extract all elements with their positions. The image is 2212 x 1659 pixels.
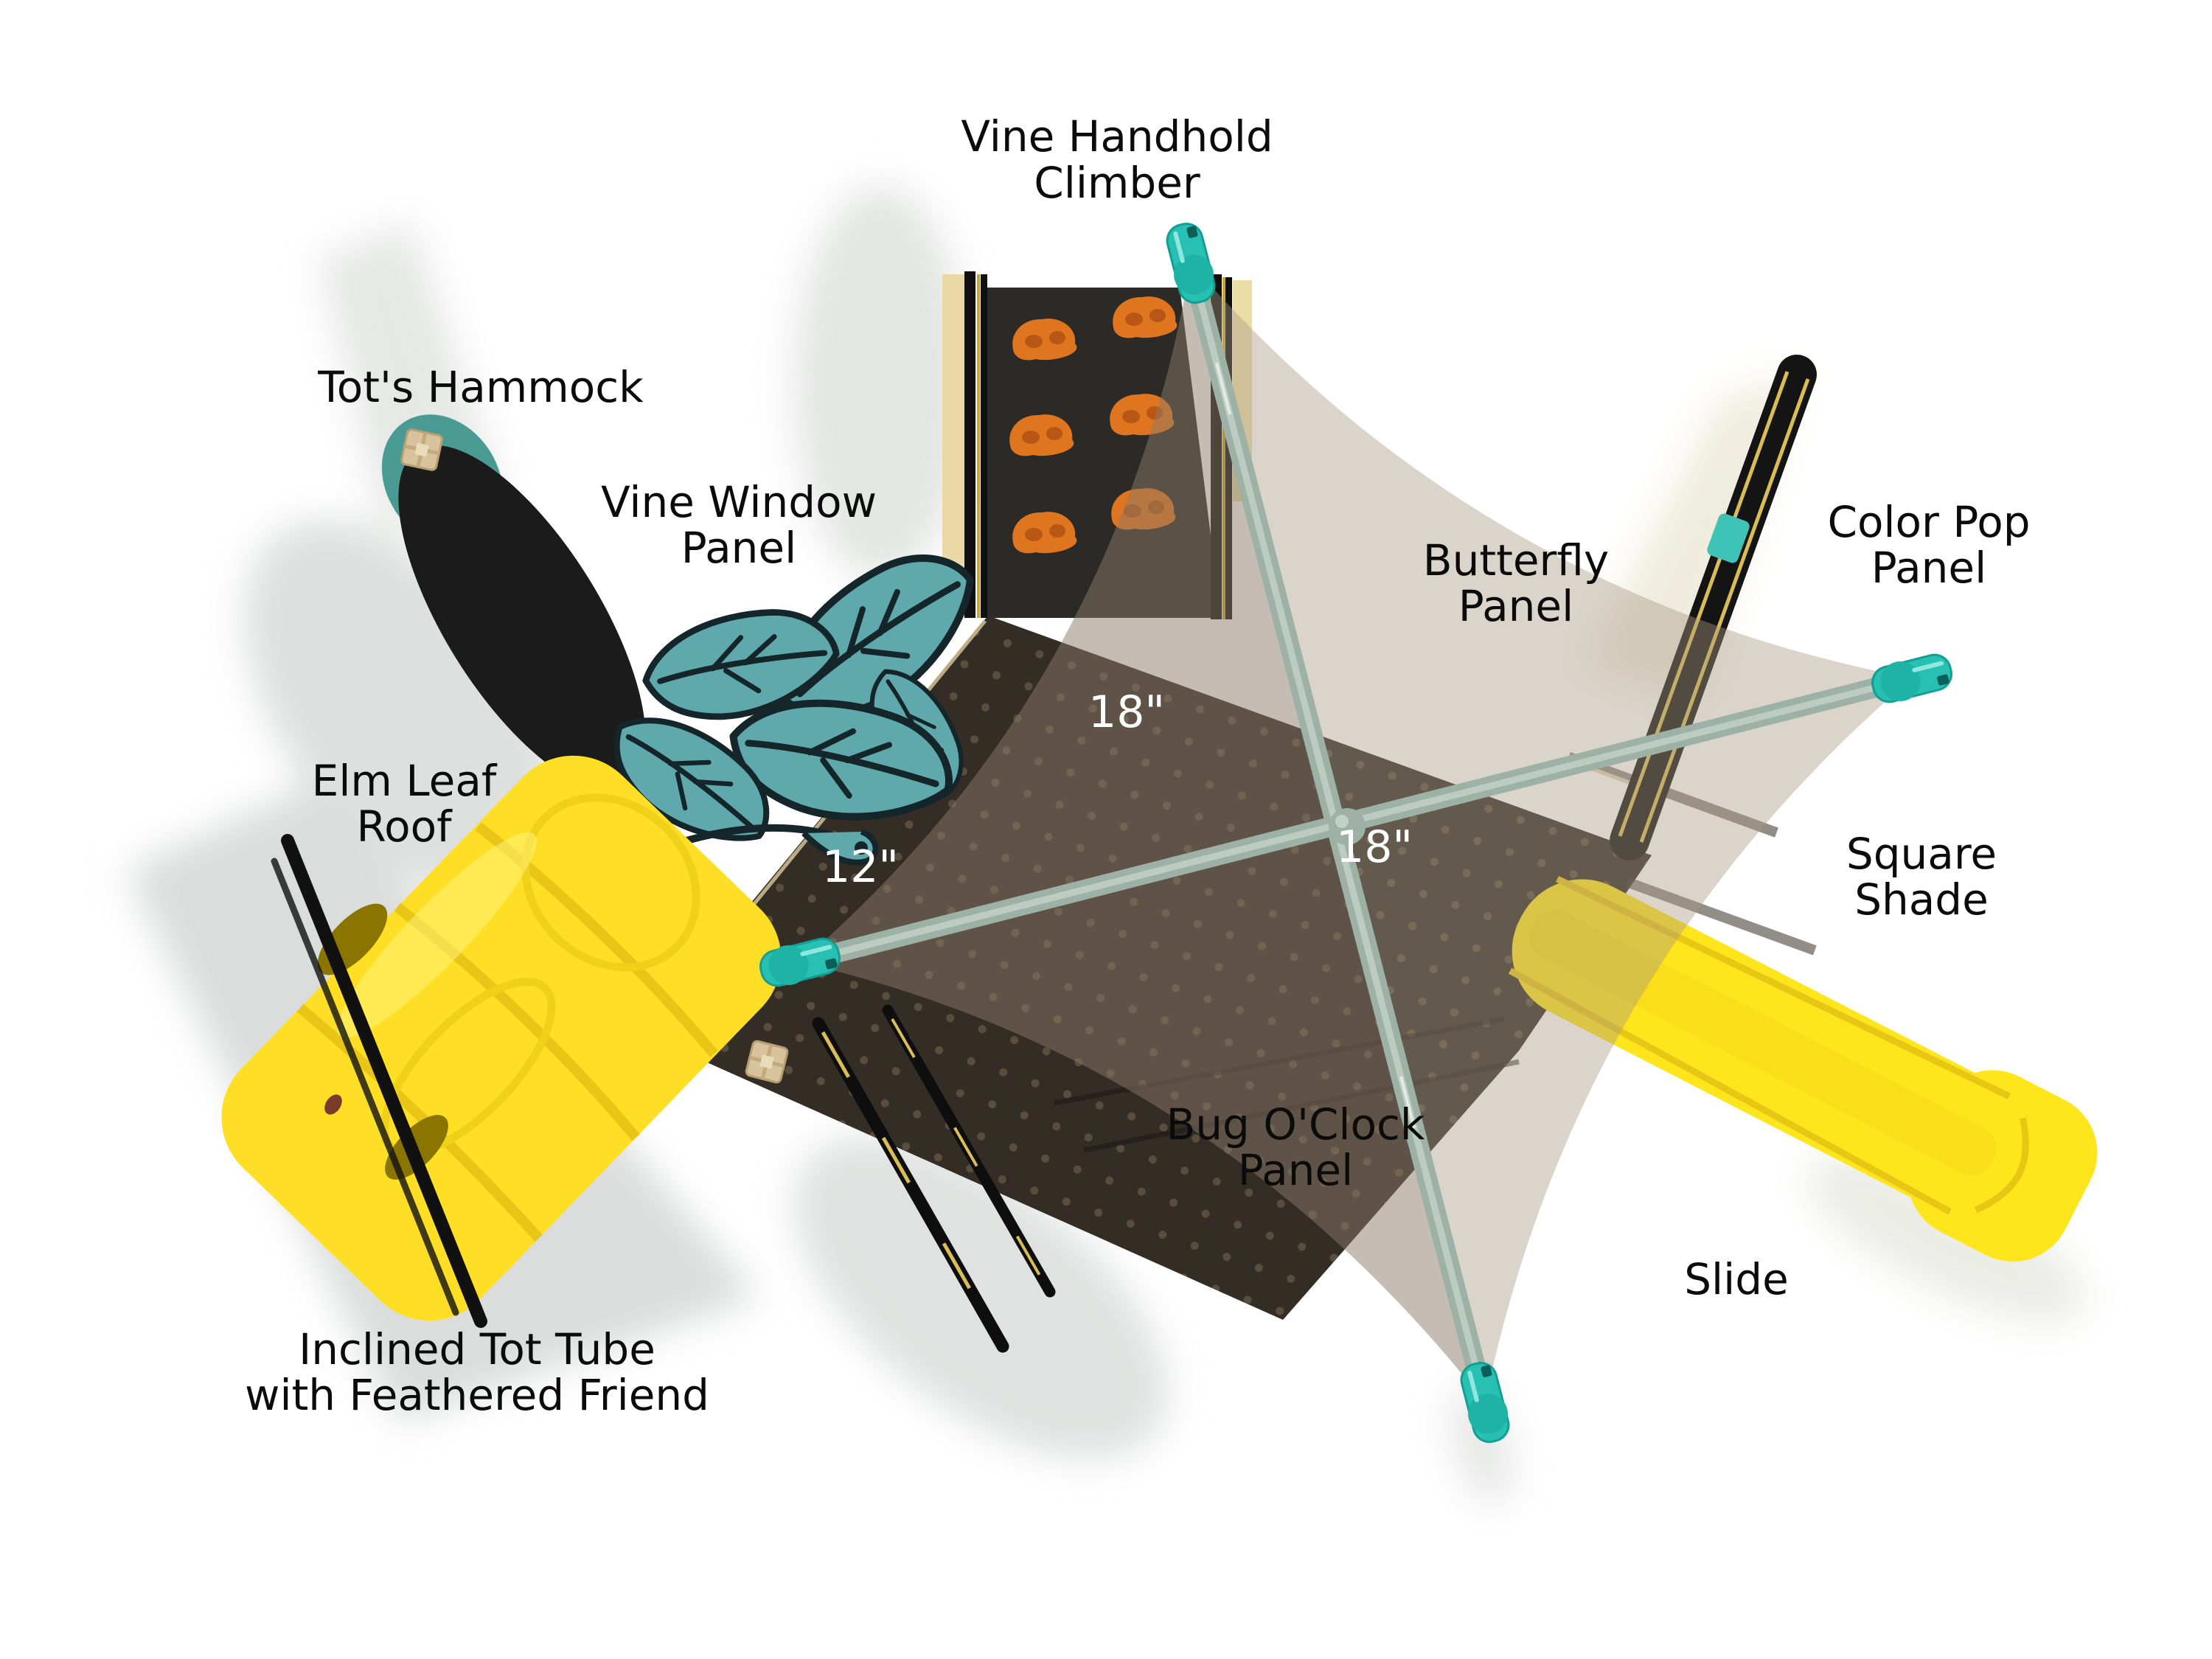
slide [1508,875,2098,1262]
label-butterfly-panel-1: Butterfly [1423,535,1609,585]
label-vine-handhold-climber-1: Vine Handhold [961,111,1273,161]
tube-end-wall [281,834,487,1328]
inclined-tot-tube [221,755,782,1328]
climber-shadow [793,184,970,582]
label-butterfly-panel-2: Panel [1458,581,1573,631]
panel-shadow [1585,372,1797,700]
feathered-friend-bird [324,1094,342,1115]
label-vine-window-panel-2: Panel [681,523,796,573]
label-square-shade-1: Square [1846,829,1997,879]
label-elm-leaf-roof-1: Elm Leaf [312,756,498,806]
tube-highlight [337,832,537,1038]
climber-post-rail-2 [981,274,987,618]
label-bug-oclock-panel-2: Panel [1238,1145,1353,1195]
shade-fabric-right [1191,263,1912,1402]
panel-edge-2-stripe [891,1018,1046,1284]
under-panel-1 [1567,751,1778,838]
shade-fabric-left [800,263,1485,1402]
color-pop-body [1610,355,1817,860]
slide-channel [1529,910,1997,1176]
slide-exit-lip [1974,1117,2029,1214]
climber-post-rail-1 [964,271,975,618]
pole-glints [1215,362,1416,1129]
label-vine-handhold-climber-2: Climber [1034,158,1200,208]
hammock-post-cap [401,429,443,471]
label-inclined-tot-tube-1: Inclined Tot Tube [299,1324,655,1374]
color-pop-panel [1610,355,1817,860]
slide-rails [1508,875,2011,1215]
label-square-shade-2: Shade [1854,874,1989,925]
label-slide: Slide [1684,1254,1789,1304]
tube-end-wall-rail [271,858,459,1316]
shade-frame [757,220,1955,1446]
label-elm-leaf-roof-2: Roof [356,801,453,852]
label-tots-hammock: Tot's Hammock [317,362,644,412]
panel-edge-1-stripe [821,1031,999,1338]
deck-post-cap [745,1040,788,1083]
measurement-12: 12" [822,841,899,893]
slide-shadow [1806,1155,2087,1323]
under-panel-2 [1626,877,1817,956]
label-vine-window-panel-1: Vine Window [601,477,877,527]
square-shade [800,263,1912,1402]
color-pop-stripe-1 [1639,378,1810,843]
label-color-pop-panel-1: Color Pop [1827,497,2030,547]
shade-corner-cap-right [1868,649,1955,707]
label-bug-oclock-panel-1: Bug O'Clock [1166,1099,1425,1150]
label-inclined-tot-tube-2: with Feathered Friend [245,1370,709,1420]
climber-post-stripe-left [977,274,980,618]
color-pop-clip [1707,513,1750,563]
measurement-18-left: 18" [1088,686,1165,738]
tube-body [221,755,782,1321]
tube-emboss-2 [521,793,700,972]
label-color-pop-panel-2: Panel [1871,543,1986,593]
color-pop-stripe-2 [1618,371,1790,837]
measurement-18-center: 18" [1336,821,1413,873]
pole-cross-joint-highlight [1335,815,1349,828]
panel-edge-1 [812,1017,1009,1353]
part-labels: Vine Handhold Climber Tot's Hammock Vine… [245,111,2031,1420]
hammock-bed [398,445,646,790]
lower-panel-edges [745,1004,1056,1353]
